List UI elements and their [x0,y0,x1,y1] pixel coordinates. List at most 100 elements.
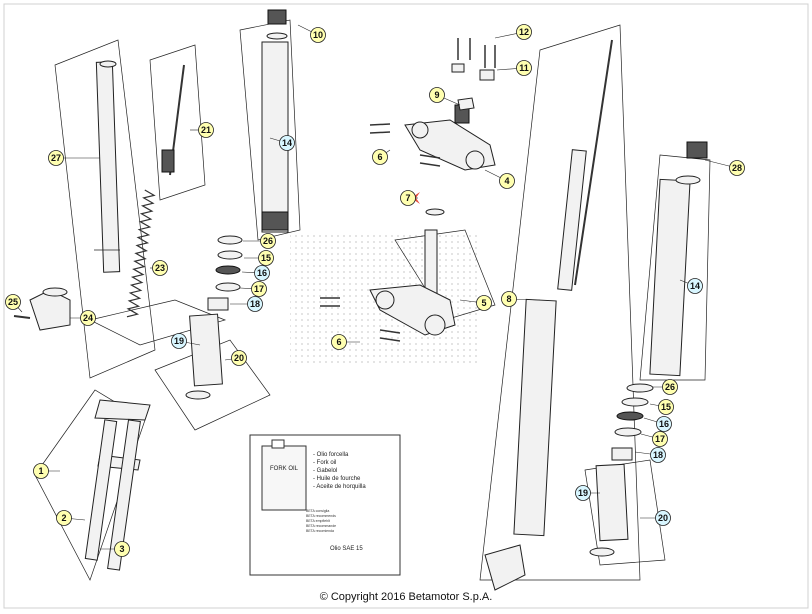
callout-number: 7 [405,193,410,203]
callout-badge [310,27,326,43]
callout-9[interactable]: 9 [429,87,461,106]
callout-20[interactable]: 20 [224,350,247,366]
callout-number: 6 [336,337,341,347]
callout-badge [729,160,745,176]
callout-badge [662,379,678,395]
callout-number: 14 [282,138,292,148]
oil-recommend-line: BETA empfiehlt [306,519,330,523]
callout-badge [658,399,674,415]
callout-badge [372,149,388,165]
callout-20[interactable]: 20 [640,510,671,526]
callout-number: 27 [51,153,61,163]
callout-badge [152,260,168,276]
callout-badge [260,233,276,249]
callout-number: 15 [261,253,271,263]
callout-number: 9 [434,90,439,100]
callout-18[interactable]: 18 [634,447,666,463]
callout-number: 1 [38,466,43,476]
callout-number: 19 [578,488,588,498]
seal-kit-middle[interactable] [154,235,271,431]
callout-badge [501,291,517,307]
callout-3[interactable]: 3 [100,541,130,557]
upper-triple-clamp[interactable] [369,38,496,171]
callout-21[interactable]: 21 [190,122,214,138]
oil-recommend-line: BETA consiglia [306,509,329,513]
callout-5[interactable]: 5 [459,295,492,311]
callout-badge [656,416,672,432]
callout-14[interactable]: 14 [269,135,295,151]
callout-16[interactable]: 16 [241,265,270,281]
callout-number: 25 [8,297,18,307]
oil-language-line: - Gabelol [313,468,337,474]
callout-number: 17 [254,284,264,294]
callout-25[interactable]: 25 [5,294,23,313]
callout-badge [279,135,295,151]
lower-tube-right[interactable] [589,463,629,557]
callout-number: 16 [659,419,669,429]
callout-12[interactable]: 12 [494,24,532,40]
callout-26[interactable]: 26 [243,233,276,249]
callout-badge [48,150,64,166]
lower-triple-clamp[interactable] [320,208,496,342]
oil-grade: Olio SAE 15 [330,546,363,552]
callout-8[interactable]: 8 [501,291,541,307]
fork-assembly-right[interactable] [479,24,641,591]
callout-6[interactable]: 6 [331,334,361,350]
lower-tube-middle[interactable] [185,313,223,400]
fork-tube-left[interactable] [54,39,156,379]
fork-assembly-bottom-left[interactable] [34,389,151,581]
callout-badge [655,510,671,526]
callout-10[interactable]: 10 [297,24,326,43]
callout-badge [80,310,96,326]
oil-language-line: - Aceite de horquilla [313,484,366,490]
callout-badge [5,294,21,310]
callout-7[interactable]: 7 [400,190,419,206]
callout-6[interactable]: 6 [372,149,391,165]
callout-11[interactable]: 11 [496,60,532,76]
oil-recommend-line: BETA recomienda [306,529,334,533]
callout-4[interactable]: 4 [484,169,515,189]
callout-15[interactable]: 15 [244,250,274,266]
callout-2[interactable]: 2 [56,510,86,526]
callout-14[interactable]: 14 [679,278,703,294]
callout-17[interactable]: 17 [239,281,267,297]
damper-cartridge[interactable] [88,44,227,346]
callout-28[interactable]: 28 [704,159,745,176]
callout-number: 12 [519,27,529,37]
callout-number: 17 [655,434,665,444]
callout-badge [258,250,274,266]
callout-1[interactable]: 1 [33,463,61,479]
upper-tube-right[interactable] [639,141,711,381]
callout-number: 16 [257,268,267,278]
callout-badge [247,296,263,312]
callout-number: 18 [250,299,260,309]
callout-badge [171,333,187,349]
callout-number: 26 [263,236,273,246]
callout-badge [516,24,532,40]
upper-tube-middle[interactable] [239,9,301,241]
callout-badge [33,463,49,479]
callout-15[interactable]: 15 [649,399,674,415]
oil-recommend-line: BETA recommends [306,514,336,518]
callout-19[interactable]: 19 [171,333,201,349]
callout-number: 24 [83,313,93,323]
callout-27[interactable]: 27 [48,150,101,166]
callout-badge [331,334,347,350]
seal-kit-right[interactable] [584,383,666,566]
callout-17[interactable]: 17 [640,431,668,447]
callout-18[interactable]: 18 [230,296,263,312]
callout-number: 18 [653,450,663,460]
callout-badge [231,350,247,366]
oil-can-label: FORK OIL [270,466,299,472]
callout-16[interactable]: 16 [643,416,672,432]
oil-legend-box: FORK OIL - Olio forcella- Fork oil- Gabe… [249,434,401,576]
callout-number: 10 [313,30,323,40]
callout-badge [254,265,270,281]
callout-23[interactable]: 23 [150,260,168,276]
callout-19[interactable]: 19 [575,485,601,501]
callout-number: 21 [201,125,211,135]
fork-foot-left[interactable] [13,287,71,331]
callout-badge [198,122,214,138]
callout-26[interactable]: 26 [652,379,678,395]
callout-24[interactable]: 24 [70,310,96,326]
